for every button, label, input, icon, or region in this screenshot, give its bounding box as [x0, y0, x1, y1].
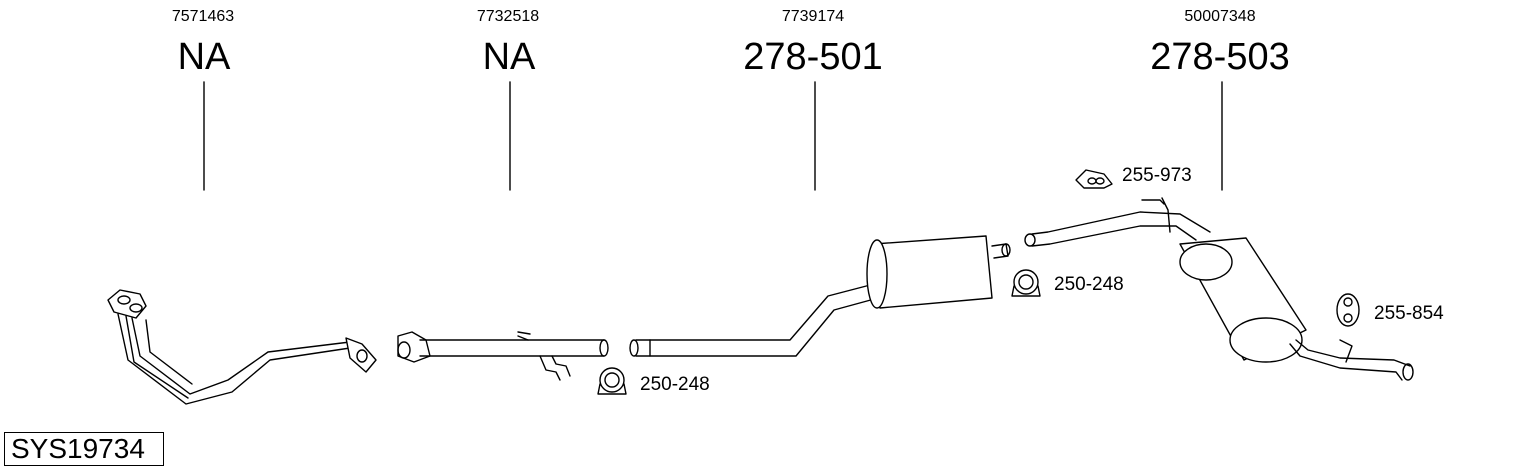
accessory-label-clamp-left: 250-248 — [640, 374, 710, 395]
clamp-icon-left — [597, 367, 627, 395]
accessory-label-hanger-right: 255-854 — [1374, 303, 1444, 324]
part-number-2: NA — [482, 36, 536, 78]
part-number-1: NA — [177, 36, 231, 78]
accessory-label-hanger-top: 255-973 — [1122, 165, 1192, 186]
front-pipe — [107, 289, 377, 405]
rubber-hanger-icon-right — [1336, 293, 1360, 327]
part-number-3: 278-501 — [743, 36, 883, 78]
clamp-icon-right — [1011, 269, 1041, 297]
system-code-box: SYS19734 — [4, 432, 164, 466]
oem-number-1: 7571463 — [171, 8, 235, 25]
front-silencer — [629, 235, 1011, 357]
part-number-4: 278-503 — [1150, 36, 1290, 78]
rubber-hanger-icon-top — [1075, 169, 1113, 189]
accessory-label-clamp-right: 250-248 — [1054, 274, 1124, 295]
intermediate-pipe — [397, 331, 609, 381]
oem-number-2: 7732518 — [476, 8, 540, 25]
oem-number-3: 7739174 — [781, 8, 845, 25]
oem-number-4: 50007348 — [1184, 8, 1256, 25]
rear-silencer — [1024, 197, 1414, 381]
